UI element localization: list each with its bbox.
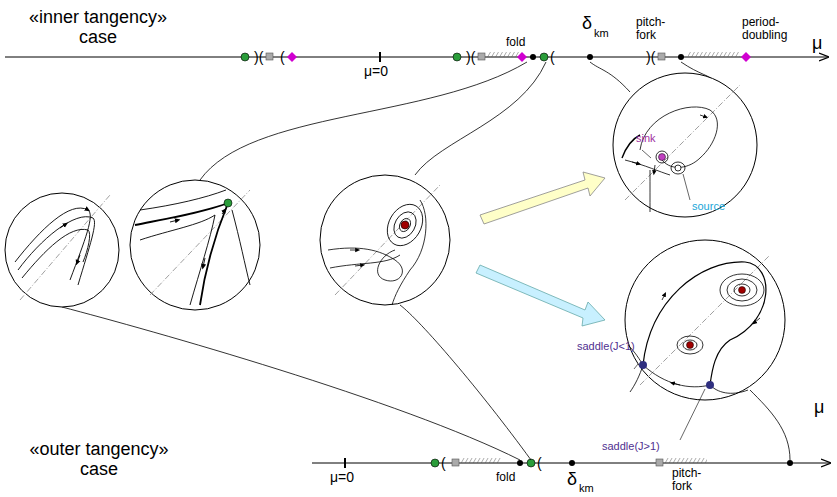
parameter-subscript: km [579, 482, 594, 494]
case-title: «outer tangency» case [14, 440, 184, 480]
inset-fold [130, 180, 260, 310]
svg-text:(: ( [550, 49, 555, 65]
svg-text:(: ( [441, 455, 446, 471]
leader-curves [62, 62, 790, 460]
inset-saddles [625, 240, 785, 440]
axis-origin: μ=0 [330, 470, 354, 485]
svg-text:)(: )( [254, 49, 264, 65]
case-title: «inner tangency» case [18, 8, 178, 48]
outer-case-arrow [476, 265, 605, 326]
inset-sink-source [613, 73, 757, 217]
bifurcation-name: fold [506, 36, 525, 49]
inner-axis: )( ( )( ( )( [5, 49, 828, 65]
svg-text:(: ( [537, 455, 542, 471]
inner-case-arrow [480, 172, 605, 224]
inset-focus [320, 175, 450, 305]
inset-no-equilibria [5, 193, 119, 307]
bifurcation-name: pitch- fork [672, 467, 712, 493]
bifurcation-name: fold [496, 471, 515, 484]
equilibrium-label: saddle(J>1) [602, 440, 660, 452]
axis-name: μ [812, 34, 822, 54]
parameter-symbol: δ [567, 470, 577, 490]
axis-origin: μ=0 [364, 64, 388, 79]
bifurcation-name: period- doubling [742, 16, 804, 42]
svg-text:)(: )( [466, 49, 476, 65]
axis-name: μ [814, 398, 824, 418]
parameter-subscript: km [594, 27, 609, 39]
equilibrium-label: saddle(J<1) [577, 340, 635, 352]
outer-axis: ( ( [312, 455, 830, 471]
parameter-symbol: δ [582, 14, 592, 34]
bifurcation-name: pitch- fork [636, 16, 676, 42]
equilibrium-label: sink [636, 132, 656, 144]
svg-text:)(: )( [646, 49, 656, 65]
equilibrium-label: source [692, 200, 725, 212]
svg-text:(: ( [280, 49, 285, 65]
